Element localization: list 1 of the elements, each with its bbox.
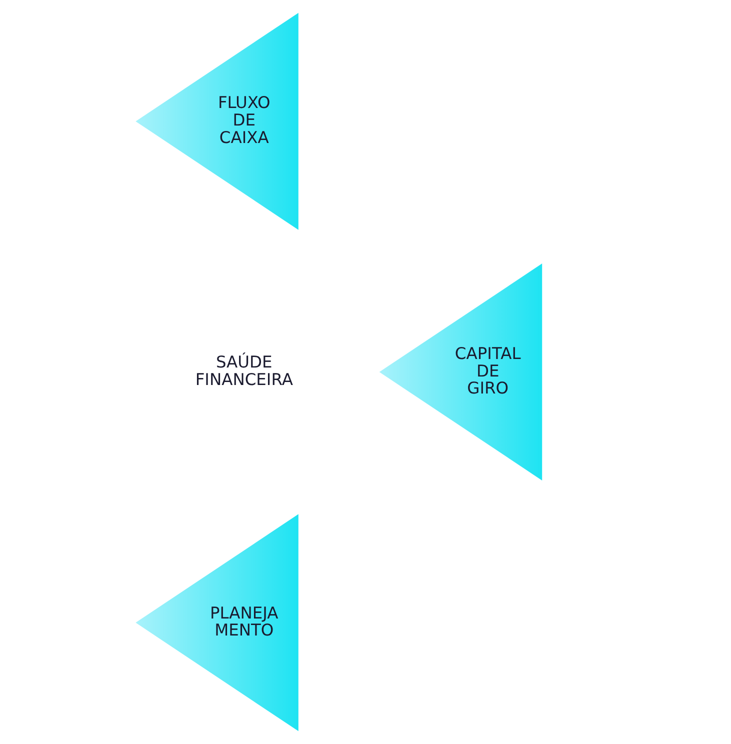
label: SAÚDE FINANCEIRA [194,352,292,389]
